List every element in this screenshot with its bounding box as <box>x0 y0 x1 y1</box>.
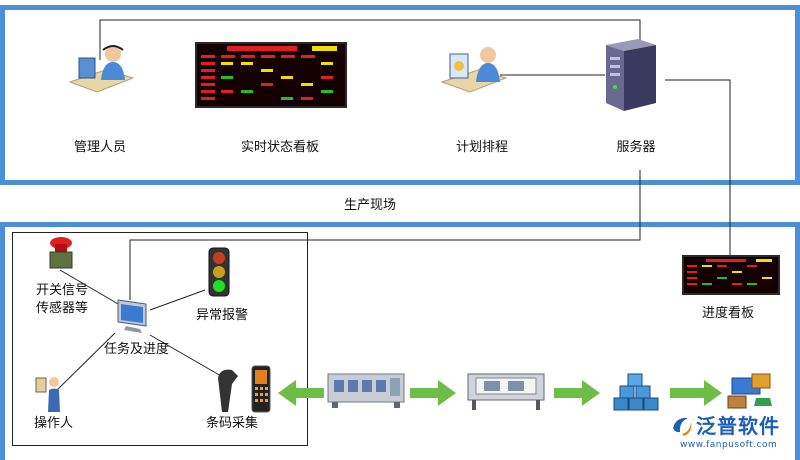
emergency-switch-icon <box>49 237 73 269</box>
manager-label: 管理人员 <box>73 140 127 155</box>
site-equipment-box <box>12 232 308 446</box>
manager-person-icon <box>68 45 135 93</box>
bottom-frame <box>0 222 800 460</box>
machine-2-icon <box>467 373 545 410</box>
task-progress-label: 任务及进度 <box>104 342 170 357</box>
line-operator-task <box>54 332 116 393</box>
arrow-left-icon <box>278 380 324 406</box>
line-alarm-task <box>149 289 206 311</box>
server-icon <box>606 39 656 111</box>
brand-swirl-icon <box>673 417 692 436</box>
monitor-icon <box>117 299 147 333</box>
progress-board-label: 进度看板 <box>701 306 755 321</box>
product-cubes-icon <box>613 373 659 411</box>
barcode-label: 条码采集 <box>206 416 259 431</box>
line-server-progress <box>665 79 731 260</box>
brand-logo: 泛普软件 www.fanpusoft.com <box>666 412 800 460</box>
planning-person-icon <box>440 47 508 93</box>
arrow-right-icon-3 <box>670 380 722 406</box>
arrow-right-icon-1 <box>410 380 456 406</box>
warehouse-delivery-icon <box>727 373 772 409</box>
switch-sensor-label: 开关信号 传感器等 <box>36 283 89 316</box>
operator-person-icon <box>35 377 60 412</box>
progress-board-screen-icon <box>687 259 772 285</box>
line-manager-server <box>99 19 641 60</box>
line-server-task <box>129 170 641 300</box>
realtime-status-board <box>195 42 347 108</box>
server-label: 服务器 <box>616 140 656 155</box>
brand-name: 泛普软件 <box>696 414 780 438</box>
barcode-scanner-icon <box>218 365 271 413</box>
alarm-label: 异常报警 <box>196 308 249 323</box>
line-barcode-task <box>149 334 229 381</box>
operator-label: 操作人 <box>34 416 74 431</box>
top-frame <box>0 5 800 185</box>
planning-label: 计划排程 <box>455 140 509 155</box>
progress-board <box>682 255 780 295</box>
board-screen-icon <box>201 46 337 100</box>
traffic-light-icon <box>208 247 230 297</box>
line-sensor-task <box>59 269 126 309</box>
brand-url: www.fanpusoft.com <box>680 440 778 450</box>
machine-1-icon <box>327 373 405 408</box>
arrow-right-icon-2 <box>554 380 600 406</box>
site-label: 生产现场 <box>343 198 397 213</box>
realtime-board-label: 实时状态看板 <box>240 140 320 155</box>
